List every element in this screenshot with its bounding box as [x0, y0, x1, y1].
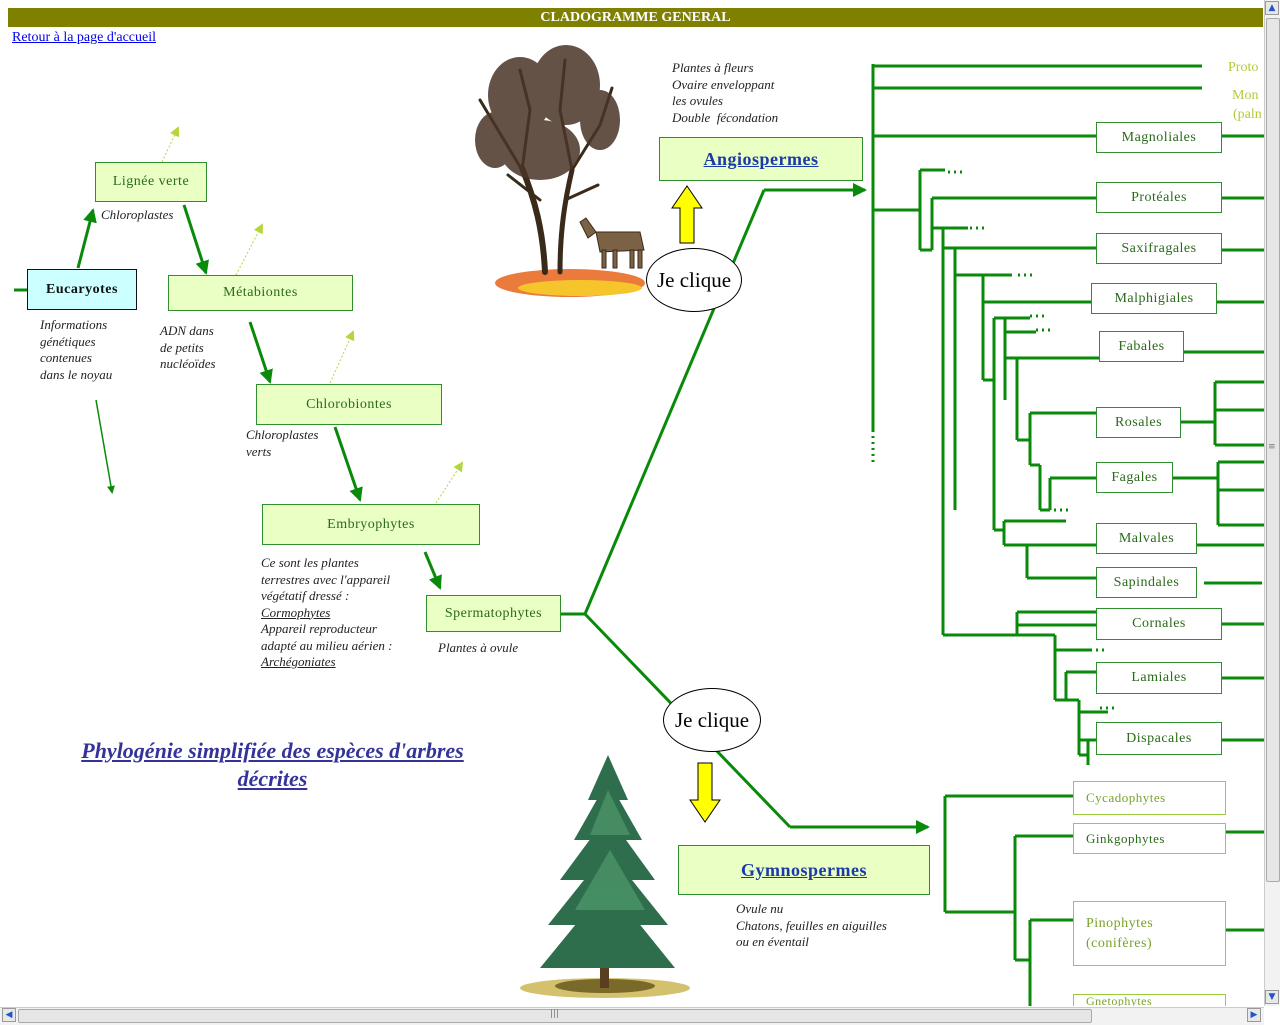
- cut-label-mono: Mon: [1232, 88, 1259, 103]
- page-title: CLADOGRAMME GENERAL: [8, 8, 1263, 27]
- order-fabales[interactable]: Fabales: [1099, 331, 1184, 362]
- order-lamiales[interactable]: Lamiales: [1096, 662, 1222, 694]
- deciduous-tree-icon: [475, 45, 645, 297]
- note-metabiontes: ADN dans de petits nucléoïdes: [160, 323, 216, 371]
- note-chlorobiontes: Chloroplastes verts: [246, 427, 319, 459]
- order-malvales[interactable]: Malvales: [1096, 523, 1197, 554]
- order-malphigiales[interactable]: Malphigiales: [1091, 283, 1217, 314]
- group-cycadophytes[interactable]: Cycadophytes: [1073, 781, 1226, 815]
- diagram-caption: Phylogénie simplifiée des espèces d'arbr…: [40, 737, 505, 793]
- order-rosales[interactable]: Rosales: [1096, 407, 1181, 438]
- cut-label-palm: (paln: [1233, 107, 1262, 122]
- order-dispacales[interactable]: Dispacales: [1096, 722, 1222, 755]
- home-link[interactable]: Retour à la page d'accueil: [12, 30, 157, 45]
- clade-gymnospermes[interactable]: Gymnospermes: [678, 845, 930, 895]
- group-ginkgophytes[interactable]: Ginkgophytes: [1073, 823, 1226, 854]
- note-lignee-verte: Chloroplastes: [101, 207, 174, 222]
- order-proteales[interactable]: Protéales: [1096, 182, 1222, 213]
- je-clique-angio-bubble[interactable]: Je clique: [646, 248, 742, 312]
- cut-label-proto: Proto: [1228, 60, 1259, 75]
- clade-lignee-verte[interactable]: Lignée verte: [95, 162, 207, 202]
- scroll-down-icon[interactable]: ▼: [1265, 990, 1279, 1004]
- note-angiospermes: Plantes à fleurs Ovaire enveloppant les …: [672, 60, 779, 125]
- note-spermatophytes: Plantes à ovule: [438, 640, 519, 655]
- scroll-right-icon[interactable]: ▶: [1247, 1008, 1261, 1022]
- order-saxifragales[interactable]: Saxifragales: [1096, 233, 1222, 264]
- clade-embryophytes[interactable]: Embryophytes: [262, 504, 480, 545]
- group-gnetophytes[interactable]: Gnetophytes: [1073, 994, 1226, 1006]
- note-archegoniates: Archégoniates: [261, 654, 336, 669]
- note-embryophytes-line3: Appareil reproducteur adapté au milieu a…: [261, 621, 393, 653]
- clade-angiospermes[interactable]: Angiospermes: [659, 137, 863, 181]
- scroll-up-icon[interactable]: ▲: [1265, 1, 1279, 15]
- note-embryophytes-line1: Ce sont les plantes terrestres avec l'ap…: [261, 555, 391, 603]
- clade-metabiontes[interactable]: Métabiontes: [168, 275, 353, 311]
- horizontal-scroll-thumb[interactable]: [18, 1009, 1092, 1023]
- clade-eucaryotes[interactable]: Eucaryotes: [27, 269, 137, 310]
- group-pinophytes[interactable]: Pinophytes (conifères): [1073, 901, 1226, 966]
- note-gymnospermes: Ovule nu Chatons, feuilles en aiguilles …: [736, 901, 887, 949]
- order-cornales[interactable]: Cornales: [1096, 608, 1222, 640]
- order-magnoliales[interactable]: Magnoliales: [1096, 122, 1222, 153]
- clade-chlorobiontes[interactable]: Chlorobiontes: [256, 384, 442, 425]
- order-sapindales[interactable]: Sapindales: [1096, 567, 1197, 598]
- clade-spermatophytes[interactable]: Spermatophytes: [426, 595, 561, 632]
- je-clique-gymno-bubble[interactable]: Je clique: [663, 688, 761, 752]
- conifer-tree-icon: [520, 755, 690, 998]
- note-embryophytes: Ce sont les plantes terrestres avec l'ap…: [261, 555, 392, 671]
- caption-line1: Phylogénie simplifiée des espèces d'arbr…: [81, 738, 464, 763]
- order-fagales[interactable]: Fagales: [1096, 462, 1173, 493]
- gymnospermes-link[interactable]: Gymnospermes: [741, 859, 867, 880]
- angiospermes-link[interactable]: Angiospermes: [703, 148, 819, 169]
- caption-line2: décrites: [237, 766, 308, 791]
- cladogram-lines: [14, 45, 1264, 1006]
- note-eucaryotes: Informations génétiques contenues dans l…: [40, 317, 113, 382]
- note-cormophytes: Cormophytes: [261, 604, 331, 620]
- horizontal-grip-icon: |||: [550, 1009, 560, 1019]
- scroll-left-icon[interactable]: ◀: [2, 1008, 16, 1022]
- vertical-grip-icon: ≡: [1268, 442, 1276, 452]
